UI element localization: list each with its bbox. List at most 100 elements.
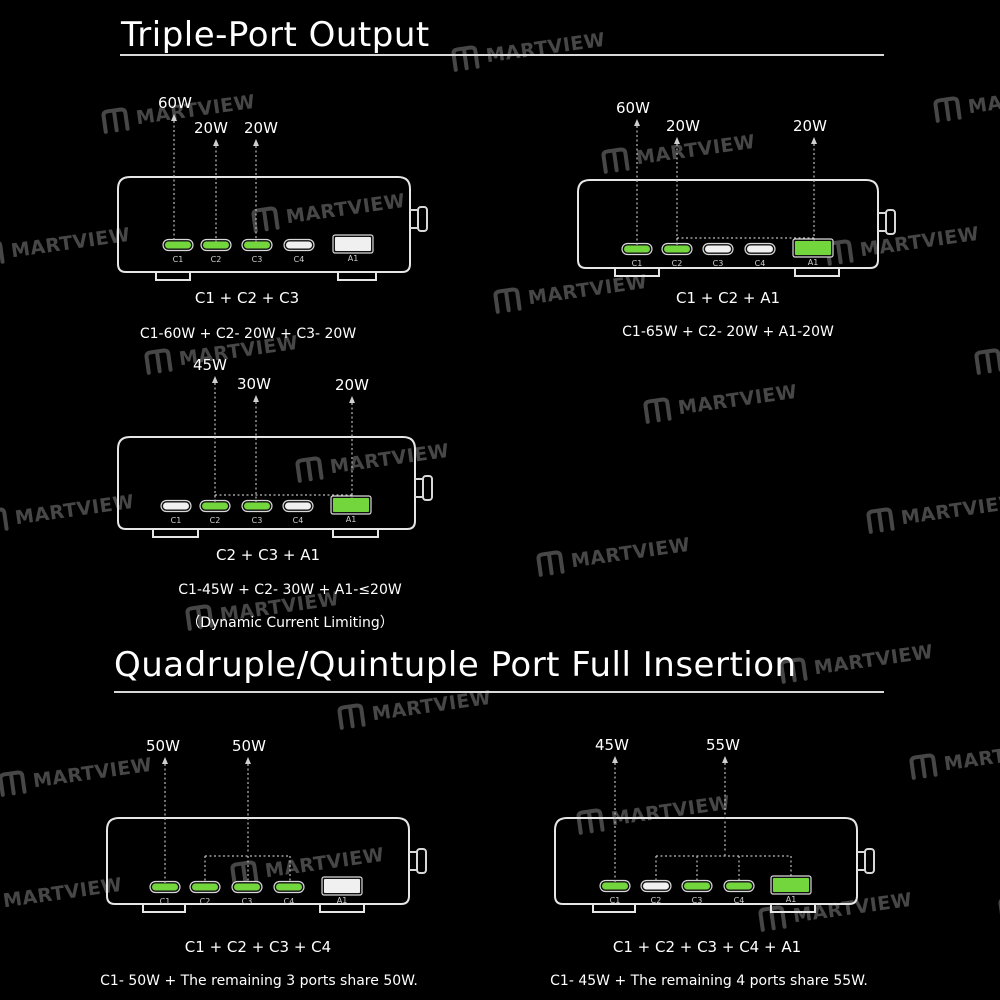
m-logo-icon	[779, 657, 808, 684]
port-c4: C4	[744, 242, 776, 268]
port-a1: A1	[321, 876, 363, 905]
port-label: A1	[786, 895, 797, 904]
power-label-1: 45W	[595, 736, 629, 754]
port-label: C4	[284, 897, 295, 906]
charger-outline	[106, 817, 410, 905]
port-label: C4	[294, 255, 305, 264]
arrow-up-icon	[212, 376, 218, 383]
m-logo-icon	[251, 206, 280, 233]
active-port-icon	[726, 882, 752, 890]
port-c4: C4	[723, 879, 755, 905]
port-c3: C3	[241, 238, 273, 264]
active-port-icon	[192, 883, 218, 891]
active-port-icon	[244, 502, 270, 510]
charger-outline	[117, 436, 416, 530]
port-label: C2	[200, 897, 211, 906]
section-title-quadruple-port: Quadruple/Quintuple Port Full Insertion	[114, 645, 797, 685]
port-c2: C2	[199, 499, 231, 525]
m-logo-icon	[0, 770, 27, 797]
power-label-3: 20W	[335, 376, 369, 394]
port-label: C2	[651, 896, 662, 905]
m-logo-icon	[144, 348, 173, 375]
arrow-up-icon	[634, 119, 640, 126]
charger-outline	[117, 176, 411, 273]
port-label: C4	[755, 259, 766, 268]
port-label: C1	[171, 516, 182, 525]
port-c4: C4	[283, 238, 315, 264]
m-logo-icon	[974, 348, 1000, 375]
active-port-icon	[795, 241, 831, 255]
charger-foot	[770, 904, 816, 913]
combo-caption: C1 + C2 + C3 + C4 + A1	[613, 938, 801, 956]
power-label-1: 60W	[158, 94, 192, 112]
port-c1: C1	[160, 499, 192, 525]
power-label-2: 20W	[194, 119, 228, 137]
m-logo-icon	[185, 604, 214, 631]
active-port-icon	[244, 241, 270, 249]
power-label-1: 60W	[616, 99, 650, 117]
port-label: C1	[632, 259, 643, 268]
port-label: C3	[252, 255, 263, 264]
port-a1: A1	[330, 495, 372, 524]
port-c2: C2	[200, 238, 232, 264]
active-port-icon	[165, 241, 191, 249]
port-label: C4	[734, 896, 745, 905]
port-label: C1	[160, 897, 171, 906]
combo-caption: C1 + C2 + A1	[676, 289, 780, 307]
port-c1: C1	[599, 879, 631, 905]
port-c4: C4	[282, 499, 314, 525]
port-label: C2	[672, 259, 683, 268]
port-c1: C1	[621, 242, 653, 268]
port-label: A1	[808, 258, 819, 267]
m-logo-icon	[0, 507, 9, 534]
m-logo-icon	[909, 753, 938, 780]
idle-port-icon	[705, 245, 731, 253]
power-label-2: 20W	[666, 117, 700, 135]
charger-foot	[319, 904, 365, 913]
arrow-up-icon	[171, 114, 177, 121]
active-port-icon	[276, 883, 302, 891]
active-port-icon	[624, 245, 650, 253]
combo-caption: C1 + C2 + C3	[195, 289, 299, 307]
m-logo-icon	[866, 507, 895, 534]
port-label: C3	[252, 516, 263, 525]
m-logo-icon	[230, 860, 259, 887]
active-port-icon	[684, 882, 710, 890]
idle-port-icon	[163, 502, 189, 510]
watermark: MARTVIEW	[974, 348, 1000, 375]
power-label-3: 20W	[244, 119, 278, 137]
port-label: C2	[211, 255, 222, 264]
active-port-icon	[152, 883, 178, 891]
arrow-up-icon	[811, 137, 817, 144]
port-label: C3	[713, 259, 724, 268]
arrow-up-icon	[253, 139, 259, 146]
port-c4: C4	[273, 880, 305, 906]
charger-foot	[614, 268, 660, 277]
port-c3: C3	[241, 499, 273, 525]
m-logo-icon	[451, 45, 480, 72]
charger-foot	[592, 904, 636, 913]
port-c1: C1	[162, 238, 194, 264]
arrow-up-icon	[612, 756, 618, 763]
port-label: A1	[348, 254, 359, 263]
port-label: A1	[337, 896, 348, 905]
m-logo-icon	[493, 287, 522, 314]
power-label-2: 30W	[237, 375, 271, 393]
m-logo-icon	[576, 808, 605, 835]
knob-icon	[864, 848, 875, 874]
m-logo-icon	[601, 147, 630, 174]
combo-power-detail: C1-45W + C2- 30W + A1-≤20W	[178, 582, 402, 598]
charger-foot	[155, 272, 191, 281]
combo-power-detail: C1-65W + C2- 20W + A1-20W	[622, 324, 834, 340]
m-logo-icon	[337, 703, 366, 730]
m-logo-icon	[933, 96, 962, 123]
port-c2: C2	[640, 879, 672, 905]
